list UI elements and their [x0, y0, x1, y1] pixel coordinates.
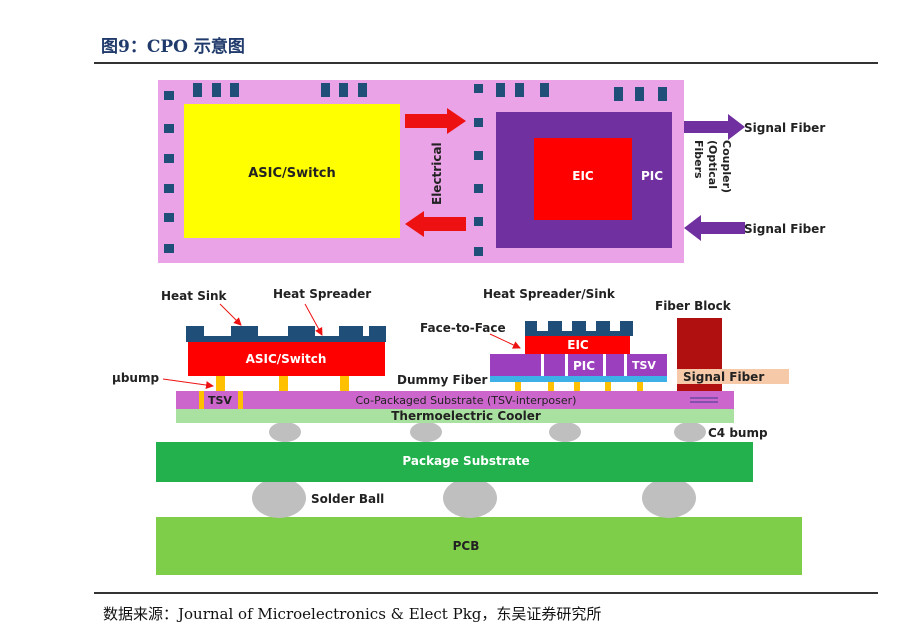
ubump-pointer	[162, 378, 214, 389]
heat-spreader-pointer	[304, 303, 323, 336]
electrical-label: Electrical	[430, 142, 444, 205]
cross-section: PCB Solder Ball C4 bump Package Substrat…	[112, 287, 802, 575]
face-to-face-pointer	[489, 333, 521, 349]
package-substrate	[156, 442, 753, 482]
pcb-label: PCB	[453, 539, 480, 553]
eic-label: EIC	[572, 169, 594, 183]
eic-die-label: EIC	[567, 338, 589, 352]
heat-spreader-label: Heat Spreader	[273, 287, 371, 301]
eic-die	[525, 336, 630, 354]
dummy-fiber-label: Dummy Fiber	[397, 373, 488, 387]
figure-title: 图9：CPO 示意图	[101, 37, 245, 57]
eic-chip	[534, 138, 632, 220]
pic-die-label: PIC	[573, 359, 595, 373]
fiber-block-label: Fiber Block	[655, 299, 732, 313]
bottom-divider	[94, 592, 878, 594]
solder-ball-label: Solder Ball	[311, 492, 384, 506]
tsv-right-label: TSV	[632, 359, 656, 372]
tsv-left-label: TSV	[208, 394, 232, 407]
photonics-bumps	[515, 382, 643, 391]
arrow-right-icon	[405, 108, 466, 134]
thermoelectric-cooler	[176, 409, 734, 423]
pic-die	[490, 354, 667, 376]
dummy-fiber-bar	[490, 376, 667, 382]
heat-sink-label: Heat Sink	[161, 289, 227, 303]
heat-sink	[186, 326, 386, 342]
microbumps	[216, 376, 349, 391]
top-view: ASIC/Switch Electrical EIC PIC Signal Fi…	[158, 80, 825, 263]
pic-label: PIC	[641, 169, 663, 183]
face-to-face-label: Face-to-Face	[420, 321, 506, 335]
signal-fiber-label: Signal Fiber	[683, 370, 764, 384]
ubump-label: μbump	[112, 371, 159, 385]
co-packaged-substrate-label: Co-Packaged Substrate (TSV-interposer)	[356, 394, 577, 407]
asic-die-label: ASIC/Switch	[246, 352, 327, 366]
tsv-left-marker	[199, 391, 204, 409]
heat-sink-pointer	[219, 303, 242, 326]
co-packaged-substrate	[176, 391, 734, 409]
pcb	[156, 517, 802, 575]
asic-pads	[164, 83, 367, 253]
signal-fiber-bar	[677, 369, 789, 384]
fibers-label-2: (Optical	[706, 140, 719, 189]
asic-chip	[184, 104, 400, 238]
asic-die	[188, 341, 385, 376]
tsv-left-marker-2	[238, 391, 243, 409]
asic-label: ASIC/Switch	[248, 166, 336, 181]
fibers-label-3: Coupler)	[720, 140, 733, 193]
electrical-arrows	[405, 108, 466, 237]
photonics-pads	[474, 83, 667, 256]
fiber-channel-lines	[690, 397, 718, 403]
signal-fiber-out-arrow-icon	[684, 114, 745, 140]
solder-balls	[252, 478, 696, 518]
heat-spreader-sink	[525, 321, 633, 336]
signal-fiber-bottom-label: Signal Fiber	[744, 222, 825, 236]
figure-source: 数据来源：Journal of Microelectronics & Elect…	[103, 605, 602, 623]
top-divider	[94, 62, 878, 64]
c4-bumps	[269, 422, 706, 442]
fibers-label: Fibers	[692, 140, 705, 179]
signal-fiber-top-label: Signal Fiber	[744, 121, 825, 135]
c4-bump-label: C4 bump	[708, 426, 768, 440]
thermoelectric-cooler-label: Thermoelectric Cooler	[391, 409, 541, 423]
package-substrate-label: Package Substrate	[402, 454, 529, 468]
arrow-left-icon	[405, 211, 466, 237]
signal-fiber-in-arrow-icon	[684, 215, 745, 241]
heat-spreader-sink-label: Heat Spreader/Sink	[483, 287, 616, 301]
pic-tsv-lines	[541, 354, 627, 376]
